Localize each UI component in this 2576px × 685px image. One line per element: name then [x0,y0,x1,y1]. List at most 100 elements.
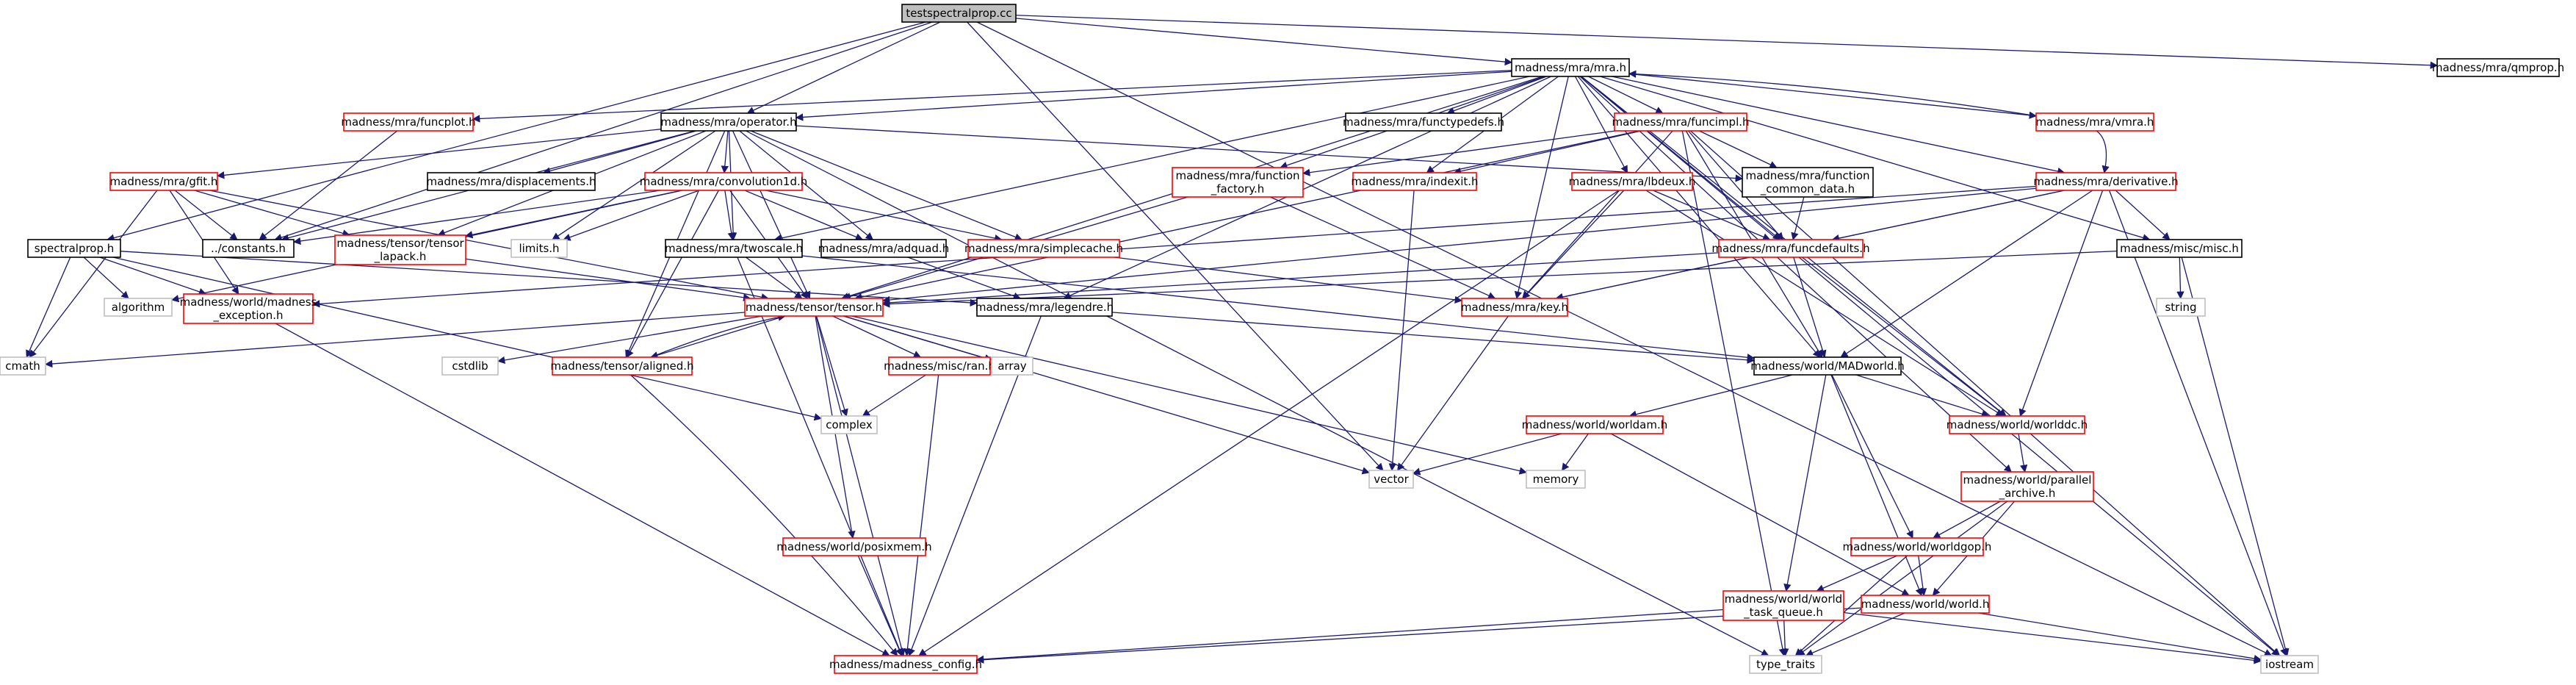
node-box [834,655,978,674]
edge-twoscale-to-tensor [745,257,803,299]
node-posixmem[interactable]: madness/world/posixmem.h [776,537,932,556]
node-misc[interactable]: madness/misc/misc.h [2116,239,2243,258]
edge-operator-to-convolution1d [721,130,729,174]
edge-root-to-qmprop [1015,15,2439,69]
node-box [183,293,314,324]
node-funcdefaults[interactable]: madness/mra/funcdefaults.h [1711,239,1870,258]
node-box [1352,172,1477,191]
edge-spectralprop-to-legendre [120,251,978,307]
node-algorithm[interactable]: algorithm [104,298,173,317]
node-box [1742,167,1874,198]
edge-aligned-to-tensor [650,313,786,358]
node-label: madness/world/worlddc.h [1947,418,2088,431]
edge-operator-to-gfit [216,129,662,179]
node-tensor[interactable]: madness/tensor/tensor.h [744,298,884,317]
node-funcimpl[interactable]: madness/mra/funcimpl.h [1612,112,1750,132]
node-label: madness/mra/function [1745,169,1869,182]
node-simplecache[interactable]: madness/mra/simplecache.h [964,239,1123,258]
node-label: testspectralprop.cc [906,7,1011,20]
edge-mra-to-parallel_archive [1579,76,2012,473]
node-label: _task_queue.h [1743,606,1823,620]
edge-gfit-to-constants [174,190,238,240]
node-world[interactable]: madness/world/world.h [1861,595,1990,614]
node-iostream[interactable]: iostream [2260,655,2319,674]
node-label: madness/mra/function [1175,169,1299,182]
node-spectralprop[interactable]: spectralprop.h [27,239,121,258]
node-madness-config[interactable]: madness/madness_config.h [829,655,982,674]
node-box [552,356,693,376]
node-box [644,172,803,191]
edge-root-to-operator [746,21,941,114]
edge-convolution1d-to-simplecache [765,190,1003,243]
node-displacements[interactable]: madness/mra/displacements.h [427,172,596,191]
node-ran[interactable]: madness/misc/ran.h [884,356,995,376]
edge-mra-to-operator [795,71,1512,121]
node-label: madness/world/parallel [1963,473,2092,487]
node-label: madness/mra/key.h [1461,301,1568,314]
edge-parallel_archive-to-type_traits [1797,501,2008,656]
node-vmra[interactable]: madness/mra/vmra.h [2035,112,2154,132]
node-convolution1d[interactable]: madness/mra/convolution1d.h [640,172,808,191]
node-worlddc[interactable]: madness/world/worlddc.h [1947,415,2088,434]
node-legendre[interactable]: madness/mra/legendre.h [975,298,1114,317]
node-constants[interactable]: ../constants.h [202,239,295,258]
node-madness-exception[interactable]: madness/world/madness_exception.h [180,293,317,324]
edge-worldgop-to-world [1918,555,1927,597]
edge-lbdeux-to-key [1522,190,1625,299]
node-vector[interactable]: vector [1368,470,1414,489]
node-aligned[interactable]: madness/tensor/aligned.h [550,356,694,376]
edge-funcimpl-to-iostream [1690,130,2281,656]
edge-convolution1d-to-aligned [627,190,719,358]
node-box [782,537,926,556]
node-gfit[interactable]: madness/mra/gfit.h [109,172,218,191]
node-label: algorithm [112,301,165,314]
edge-funcimpl-to-funcdefaults [1687,130,1784,240]
node-box [820,239,947,258]
file-nodes: testspectralprop.cc madness/mra/mra.h madn… [0,4,2564,674]
node-function-common[interactable]: madness/mra/function_common_data.h [1742,167,1874,198]
node-world-task-queue[interactable]: madness/world/world_task_queue.h [1722,590,1844,621]
node-worldam[interactable]: madness/world/worldam.h [1522,415,1667,434]
edge-mra-to-funcplot [472,70,1512,123]
edge-worldam-to-vector [1412,433,1562,476]
node-label: cstdlib [452,359,488,373]
node-array[interactable]: array [991,356,1033,376]
edge-derivative-to-worlddc [2018,190,2104,417]
node-lbdeux[interactable]: madness/mra/lbdeux.h [1569,172,1696,191]
node-label: madness/mra/convolution1d.h [640,175,808,188]
node-functypedefs[interactable]: madness/mra/functypedefs.h [1343,112,1504,132]
node-root[interactable]: testspectralprop.cc [901,4,1017,23]
node-limits[interactable]: limits.h [510,239,568,258]
node-parallel-archive[interactable]: madness/world/parallel_archive.h [1960,471,2094,502]
edge-funcimpl-to-function_factory [1302,130,1616,176]
edge-adquad-to-legendre [907,257,1022,300]
node-box [820,415,878,434]
node-funcplot[interactable]: madness/mra/funcplot.h [341,112,476,132]
node-label: madness/mra/adquad.h [818,242,950,255]
edge-madworld-to-worldam [1628,374,1793,418]
node-key[interactable]: madness/mra/key.h [1461,298,1568,317]
node-type-traits[interactable]: type_traits [1749,655,1822,674]
node-madworld[interactable]: madness/world/MADworld.h [1750,356,1905,376]
node-label: cmath [5,359,40,373]
node-operator[interactable]: madness/mra/operator.h [660,112,797,132]
node-complex[interactable]: complex [820,415,878,434]
node-cmath[interactable]: cmath [0,356,46,376]
node-memory[interactable]: memory [1526,470,1586,489]
node-tensor-lapack[interactable]: madness/tensor/tensor_lapack.h [334,234,466,265]
node-indexit[interactable]: madness/mra/indexit.h [1351,172,1479,191]
node-twoscale[interactable]: madness/mra/twoscale.h [665,239,803,258]
node-adquad[interactable]: madness/mra/adquad.h [818,239,950,258]
node-derivative[interactable]: madness/mra/derivative.h [2033,172,2179,191]
node-cstdlib[interactable]: cstdlib [441,356,499,376]
edge-funcimpl-to-type_traits [1681,130,1786,657]
edge-mra-to-vmra [1628,73,2038,119]
node-qmprop[interactable]: madness/mra/qmprop.h [2432,58,2564,77]
node-function-factory[interactable]: madness/mra/function_factory.h [1172,167,1304,198]
node-box [967,239,1120,258]
node-mra[interactable]: madness/mra/mra.h [1511,58,1630,77]
node-string[interactable]: string [2156,298,2206,317]
node-worldgop[interactable]: madness/world/worldgop.h [1843,537,1992,556]
node-box [1850,537,1984,556]
